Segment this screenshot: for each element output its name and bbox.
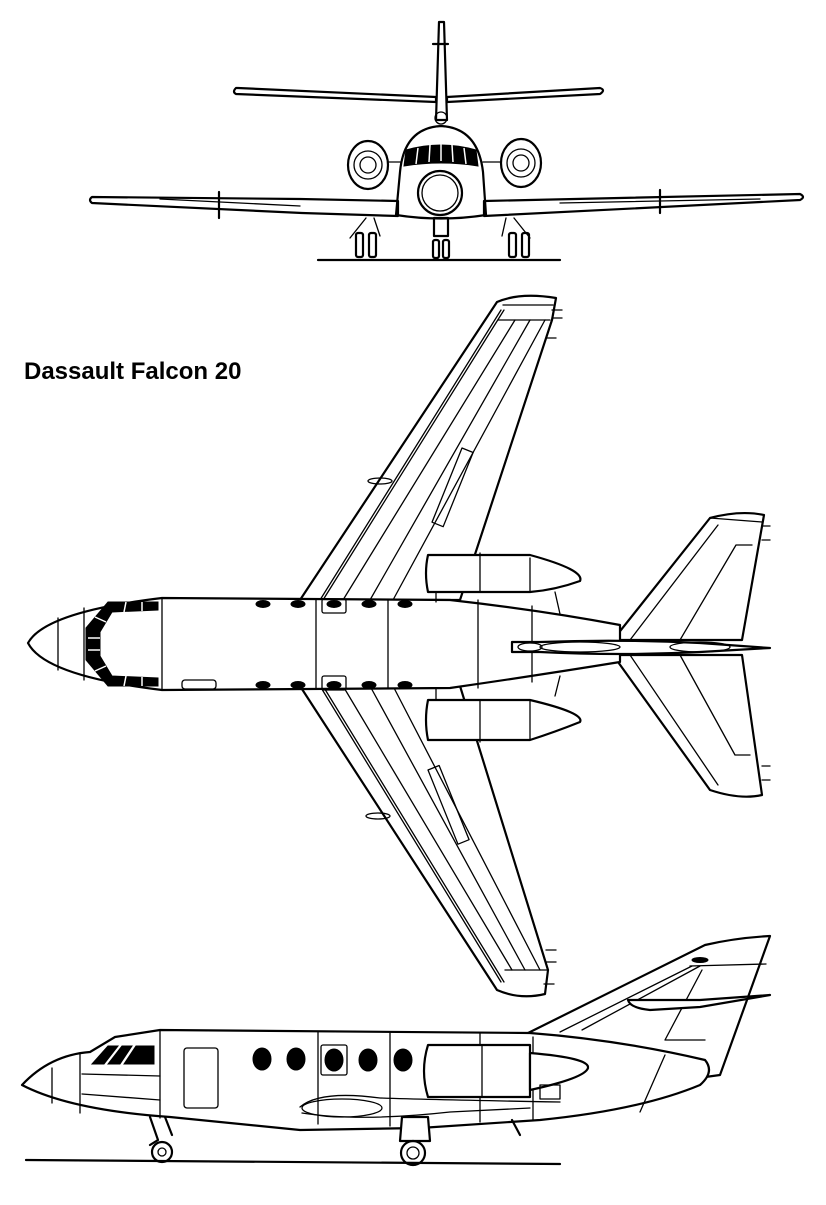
left-engine-intake xyxy=(346,139,401,191)
side-view-windows xyxy=(252,1044,413,1076)
right-engine-intake xyxy=(482,137,543,189)
plan-view-windows xyxy=(181,598,413,691)
plan-view xyxy=(26,294,772,998)
aircraft-title: Dassault Falcon 20 xyxy=(24,358,242,385)
side-view xyxy=(20,934,772,1167)
plan-view-engines xyxy=(424,552,582,743)
front-view-landing-gear xyxy=(349,216,531,260)
side-view-landing-gear xyxy=(148,1115,522,1167)
front-view xyxy=(88,20,805,262)
